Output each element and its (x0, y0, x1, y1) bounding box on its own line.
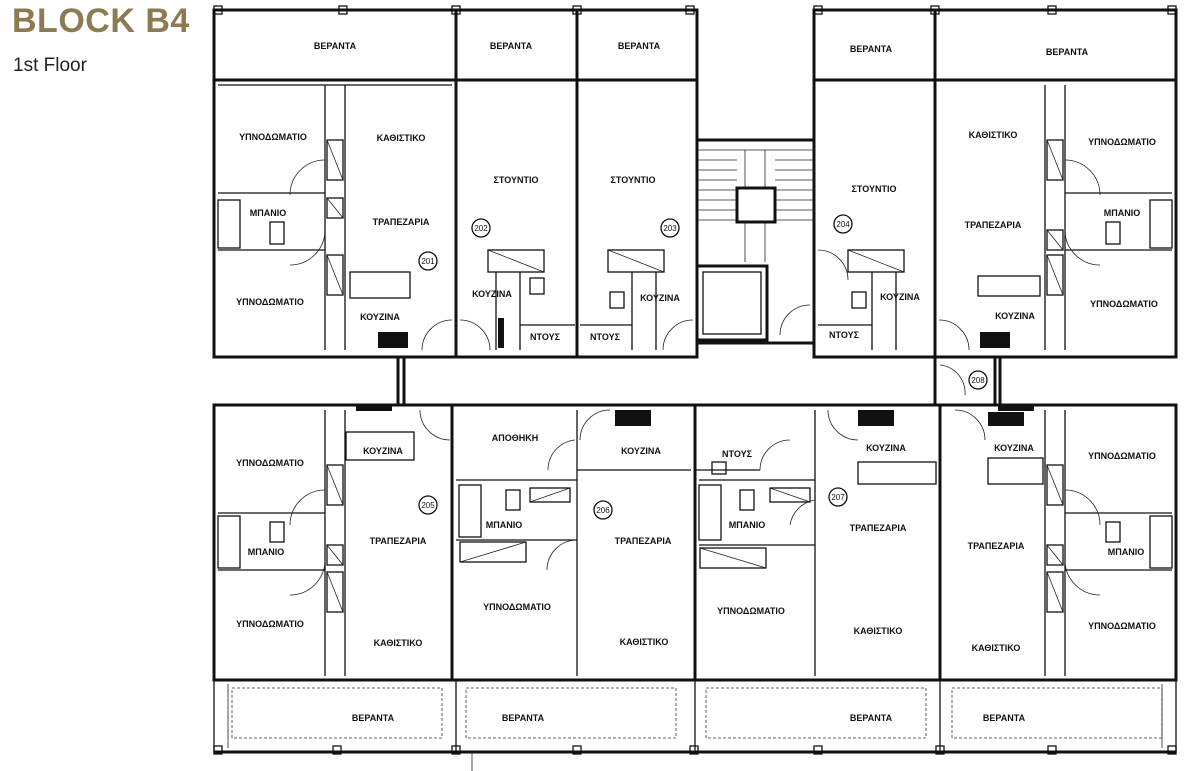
dining-label: ΤΡΑΠΕΖΑΡΙΑ (850, 523, 907, 533)
bath-label: ΜΠΑΝΙΟ (250, 208, 287, 218)
living-room-label: ΚΑΘΙΣΤΙΚΟ (969, 130, 1018, 140)
storage-label: ΑΠΟΘΗΚΗ (492, 433, 539, 443)
dining-label: ΤΡΑΠΕΖΑΡΙΑ (615, 536, 672, 546)
unit-number: 205 (421, 501, 435, 510)
plan-title: BLOCK B4 (12, 2, 190, 40)
kitchen-label: ΚΟΥΖΙΝΑ (621, 446, 661, 456)
kitchen-label: ΚΟΥΖΙΝΑ (363, 446, 403, 456)
dining-label: ΤΡΑΠΕΖΑΡΙΑ (373, 217, 430, 227)
bedroom-label: ΥΠΝΟΔΩΜΑΤΙΟ (1090, 299, 1158, 309)
bedroom-label: ΥΠΝΟΔΩΜΑΤΙΟ (236, 458, 304, 468)
veranda-label: ΒΕΡΑΝΤΑ (850, 44, 893, 54)
unit-badges: 201 202 203 204 205 206 207 208 (418, 214, 988, 520)
shower-label: ΝΤΟΥΣ (530, 332, 561, 342)
veranda-label: ΒΕΡΑΝΤΑ (352, 713, 395, 723)
kitchen-label: ΚΟΥΖΙΝΑ (640, 293, 680, 303)
veranda-label: ΒΕΡΑΝΤΑ (618, 41, 661, 51)
room-labels: ΒΕΡΑΝΤΑ ΒΕΡΑΝΤΑ ΒΕΡΑΝΤΑ ΒΕΡΑΝΤΑ ΒΕΡΑΝΤΑ … (236, 41, 1158, 723)
unit-201-badge: 201 (418, 251, 438, 271)
bedroom-label: ΥΠΝΟΔΩΜΑΤΙΟ (483, 602, 551, 612)
unit-number: 204 (836, 220, 850, 229)
unit-204-badge: 204 (833, 214, 853, 234)
bedroom-label: ΥΠΝΟΔΩΜΑΤΙΟ (236, 619, 304, 629)
living-room-label: ΚΑΘΙΣΤΙΚΟ (620, 637, 669, 647)
unit-207-badge: 207 (828, 487, 848, 507)
living-room-label: ΚΑΘΙΣΤΙΚΟ (377, 133, 426, 143)
veranda-label: ΒΕΡΑΝΤΑ (502, 713, 545, 723)
bedroom-label: ΥΠΝΟΔΩΜΑΤΙΟ (1088, 451, 1156, 461)
bedroom-label: ΥΠΝΟΔΩΜΑΤΙΟ (1088, 137, 1156, 147)
living-room-label: ΚΑΘΙΣΤΙΚΟ (972, 643, 1021, 653)
kitchen-label: ΚΟΥΖΙΝΑ (994, 443, 1034, 453)
shower-label: ΝΤΟΥΣ (722, 449, 753, 459)
bath-label: ΜΠΑΝΙΟ (729, 520, 766, 530)
dining-label: ΤΡΑΠΕΖΑΡΙΑ (968, 541, 1025, 551)
unit-205-badge: 205 (418, 495, 438, 515)
unit-number: 208 (971, 376, 985, 385)
studio-label: ΣΤΟΥΝΤΙΟ (852, 184, 897, 194)
veranda-label: ΒΕΡΑΝΤΑ (983, 713, 1026, 723)
unit-208-badge: 208 (968, 370, 988, 390)
unit-203-badge: 203 (660, 218, 680, 238)
unit-number: 206 (596, 506, 610, 515)
shower-label: ΝΤΟΥΣ (590, 332, 621, 342)
bedroom-label: ΥΠΝΟΔΩΜΑΤΙΟ (717, 606, 785, 616)
unit-number: 207 (831, 493, 845, 502)
unit-202-badge: 202 (471, 218, 491, 238)
bath-label: ΜΠΑΝΙΟ (486, 520, 523, 530)
bedroom-label: ΥΠΝΟΔΩΜΑΤΙΟ (239, 132, 307, 142)
bedroom-label: ΥΠΝΟΔΩΜΑΤΙΟ (1088, 621, 1156, 631)
kitchen-label: ΚΟΥΖΙΝΑ (866, 443, 906, 453)
unit-206-badge: 206 (593, 500, 613, 520)
columns (213, 5, 1177, 755)
unit-number: 202 (474, 224, 488, 233)
dining-label: ΤΡΑΠΕΖΑΡΙΑ (370, 536, 427, 546)
veranda-label: ΒΕΡΑΝΤΑ (490, 41, 533, 51)
dining-label: ΤΡΑΠΕΖΑΡΙΑ (965, 220, 1022, 230)
corridor (396, 355, 1002, 407)
floor-label: 1st Floor (13, 55, 87, 76)
bottom-verandas (213, 679, 1177, 771)
living-room-label: ΚΑΘΙΣΤΙΚΟ (374, 638, 423, 648)
bedroom-label: ΥΠΝΟΔΩΜΑΤΙΟ (236, 297, 304, 307)
kitchen-label: ΚΟΥΖΙΝΑ (880, 292, 920, 302)
veranda-label: ΒΕΡΑΝΤΑ (850, 713, 893, 723)
kitchen-label: ΚΟΥΖΙΝΑ (995, 311, 1035, 321)
unit-number: 201 (421, 257, 435, 266)
kitchen-label: ΚΟΥΖΙΝΑ (472, 289, 512, 299)
studio-label: ΣΤΟΥΝΤΙΟ (494, 175, 539, 185)
studio-label: ΣΤΟΥΝΤΙΟ (611, 175, 656, 185)
veranda-label: ΒΕΡΑΝΤΑ (1046, 47, 1089, 57)
kitchen-label: ΚΟΥΖΙΝΑ (360, 312, 400, 322)
veranda-label: ΒΕΡΑΝΤΑ (314, 41, 357, 51)
bath-label: ΜΠΑΝΙΟ (1108, 547, 1145, 557)
bath-label: ΜΠΑΝΙΟ (248, 547, 285, 557)
unit-number: 203 (663, 224, 677, 233)
bath-label: ΜΠΑΝΙΟ (1104, 208, 1141, 218)
stair-core (695, 138, 816, 345)
living-room-label: ΚΑΘΙΣΤΙΚΟ (854, 626, 903, 636)
shower-label: ΝΤΟΥΣ (829, 330, 860, 340)
